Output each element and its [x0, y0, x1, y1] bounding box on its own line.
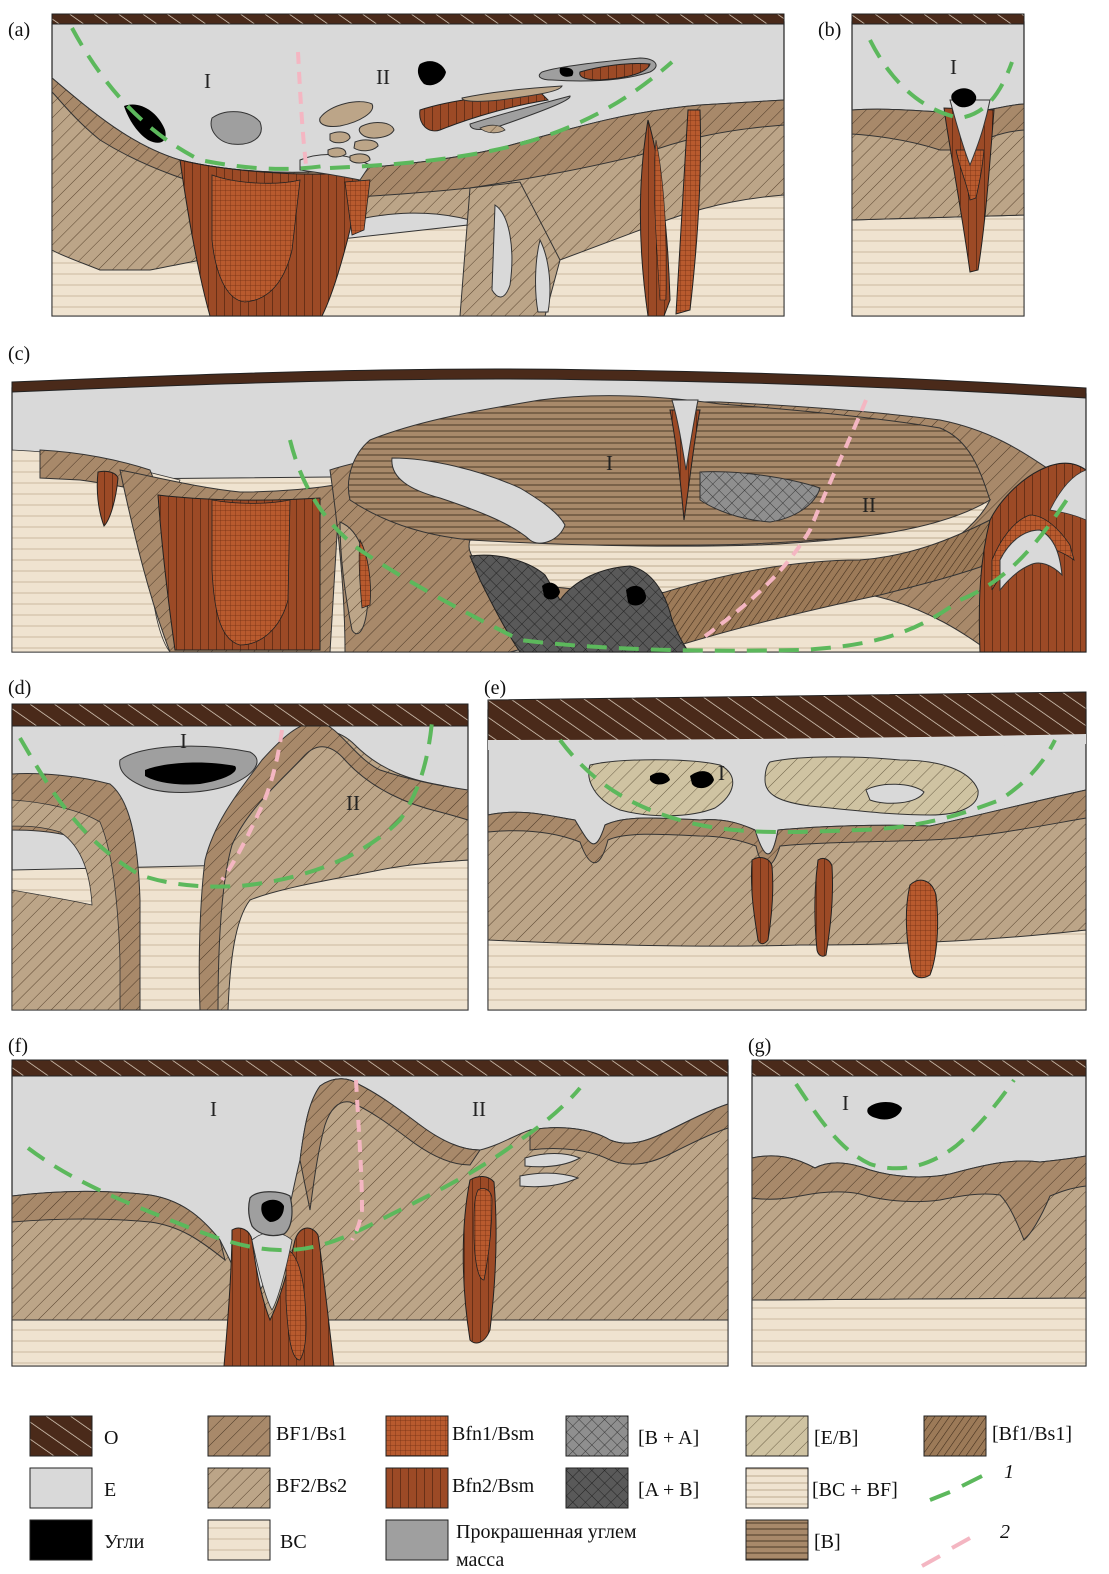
legend-e-label: E: [104, 1479, 116, 1501]
pink-dashed-line-icon: [922, 1538, 970, 1566]
legend-item-eb: [E/B]: [746, 1416, 858, 1456]
panel-a-zone-2: II: [376, 65, 390, 89]
panel-e-zone-1: I: [718, 761, 725, 785]
legend-ba-label: [B + A]: [638, 1427, 699, 1449]
legend-stained-label-1: Прокрашенная углем: [456, 1521, 637, 1543]
legend-item-line-1: 1: [930, 1461, 1014, 1500]
legend-item-charcoal-stained: Прокрашенная углем масса: [386, 1520, 637, 1571]
legend-coals-label: Угли: [104, 1531, 145, 1553]
panel-a-label: (a): [8, 19, 30, 41]
panel-g: (g) I: [748, 1035, 1086, 1366]
panel-d: (d) I II: [8, 677, 468, 1010]
legend-eb-label: [E/B]: [814, 1427, 858, 1449]
legend-ab-label: [A + B]: [638, 1479, 699, 1501]
legend-item-o: O: [30, 1416, 118, 1456]
panel-d-label: (d): [8, 677, 31, 699]
legend-item-ba: [B + A]: [566, 1416, 699, 1456]
legend-bcbf-label: [BC + BF]: [812, 1479, 898, 1501]
legend-item-coals: Угли: [30, 1520, 145, 1560]
panel-f-profile: [12, 1060, 728, 1366]
panel-g-label: (g): [748, 1035, 771, 1057]
panel-f-label: (f): [8, 1035, 28, 1057]
legend-item-line-2: 2: [922, 1521, 1010, 1566]
legend-item-bfn1: Bfn1/Bsm: [386, 1416, 535, 1456]
legend-line1-label: 1: [1004, 1461, 1014, 1483]
legend-item-ab: [A + B]: [566, 1468, 699, 1508]
legend-bf2-label: BF2/Bs2: [276, 1475, 347, 1497]
panel-b-profile: [852, 14, 1024, 316]
panel-f-zone-1: I: [210, 1097, 217, 1121]
legend-item-bcbf: [BC + BF]: [746, 1468, 898, 1508]
legend-bfn2-label: Bfn2/Bsm: [452, 1475, 535, 1497]
panel-e-label: (e): [484, 677, 506, 699]
legend-item-bfn2: Bfn2/Bsm: [386, 1468, 535, 1508]
legend-stained-label-2: масса: [456, 1549, 504, 1571]
panel-a-zone-1: I: [204, 69, 211, 93]
legend-b-label: [B]: [814, 1531, 841, 1553]
legend-item-bc: BC: [208, 1520, 307, 1560]
legend-o-label: O: [104, 1427, 118, 1449]
panel-f-zone-2: II: [472, 1097, 486, 1121]
green-dashed-line-icon: [930, 1476, 982, 1500]
panel-b-zone-1: I: [950, 55, 957, 79]
legend-bc-label: BC: [280, 1531, 307, 1553]
panel-a-profile: [52, 14, 784, 316]
legend-item-b: [B]: [746, 1520, 841, 1560]
legend-bf1bs1-label: [Bf1/Bs1]: [992, 1423, 1072, 1445]
panel-a: (a): [8, 14, 784, 316]
panel-c-profile: [12, 369, 1086, 652]
legend-item-bf1bs1: [Bf1/Bs1]: [924, 1416, 1072, 1456]
legend-bf1-label: BF1/Bs1: [276, 1423, 347, 1445]
panel-g-profile: [752, 1060, 1086, 1366]
panel-c-label: (c): [8, 343, 30, 365]
legend-item-bf1: BF1/Bs1: [208, 1416, 347, 1456]
panel-d-zone-2: II: [346, 791, 360, 815]
legend: O E Угли BF1/Bs1 BF2/Bs2 BC Bfn1/Bsm: [30, 1416, 1072, 1571]
panel-g-zone-1: I: [842, 1091, 849, 1115]
panel-e-profile: [488, 692, 1086, 1010]
legend-bfn1-label: Bfn1/Bsm: [452, 1423, 535, 1445]
panel-b: (b) I: [818, 14, 1024, 316]
panel-b-label: (b): [818, 19, 841, 41]
panel-f: (f) I II: [8, 1035, 728, 1366]
legend-item-bf2: BF2/Bs2: [208, 1468, 347, 1508]
panel-c: (c): [8, 343, 1086, 652]
legend-line2-label: 2: [1000, 1521, 1010, 1543]
panel-e: (e) I: [484, 677, 1086, 1010]
legend-item-e: E: [30, 1468, 116, 1508]
panel-d-profile: [12, 704, 468, 1010]
panel-c-zone-2: II: [862, 493, 876, 517]
panel-d-zone-1: I: [180, 729, 187, 753]
panel-c-zone-1: I: [606, 451, 613, 475]
